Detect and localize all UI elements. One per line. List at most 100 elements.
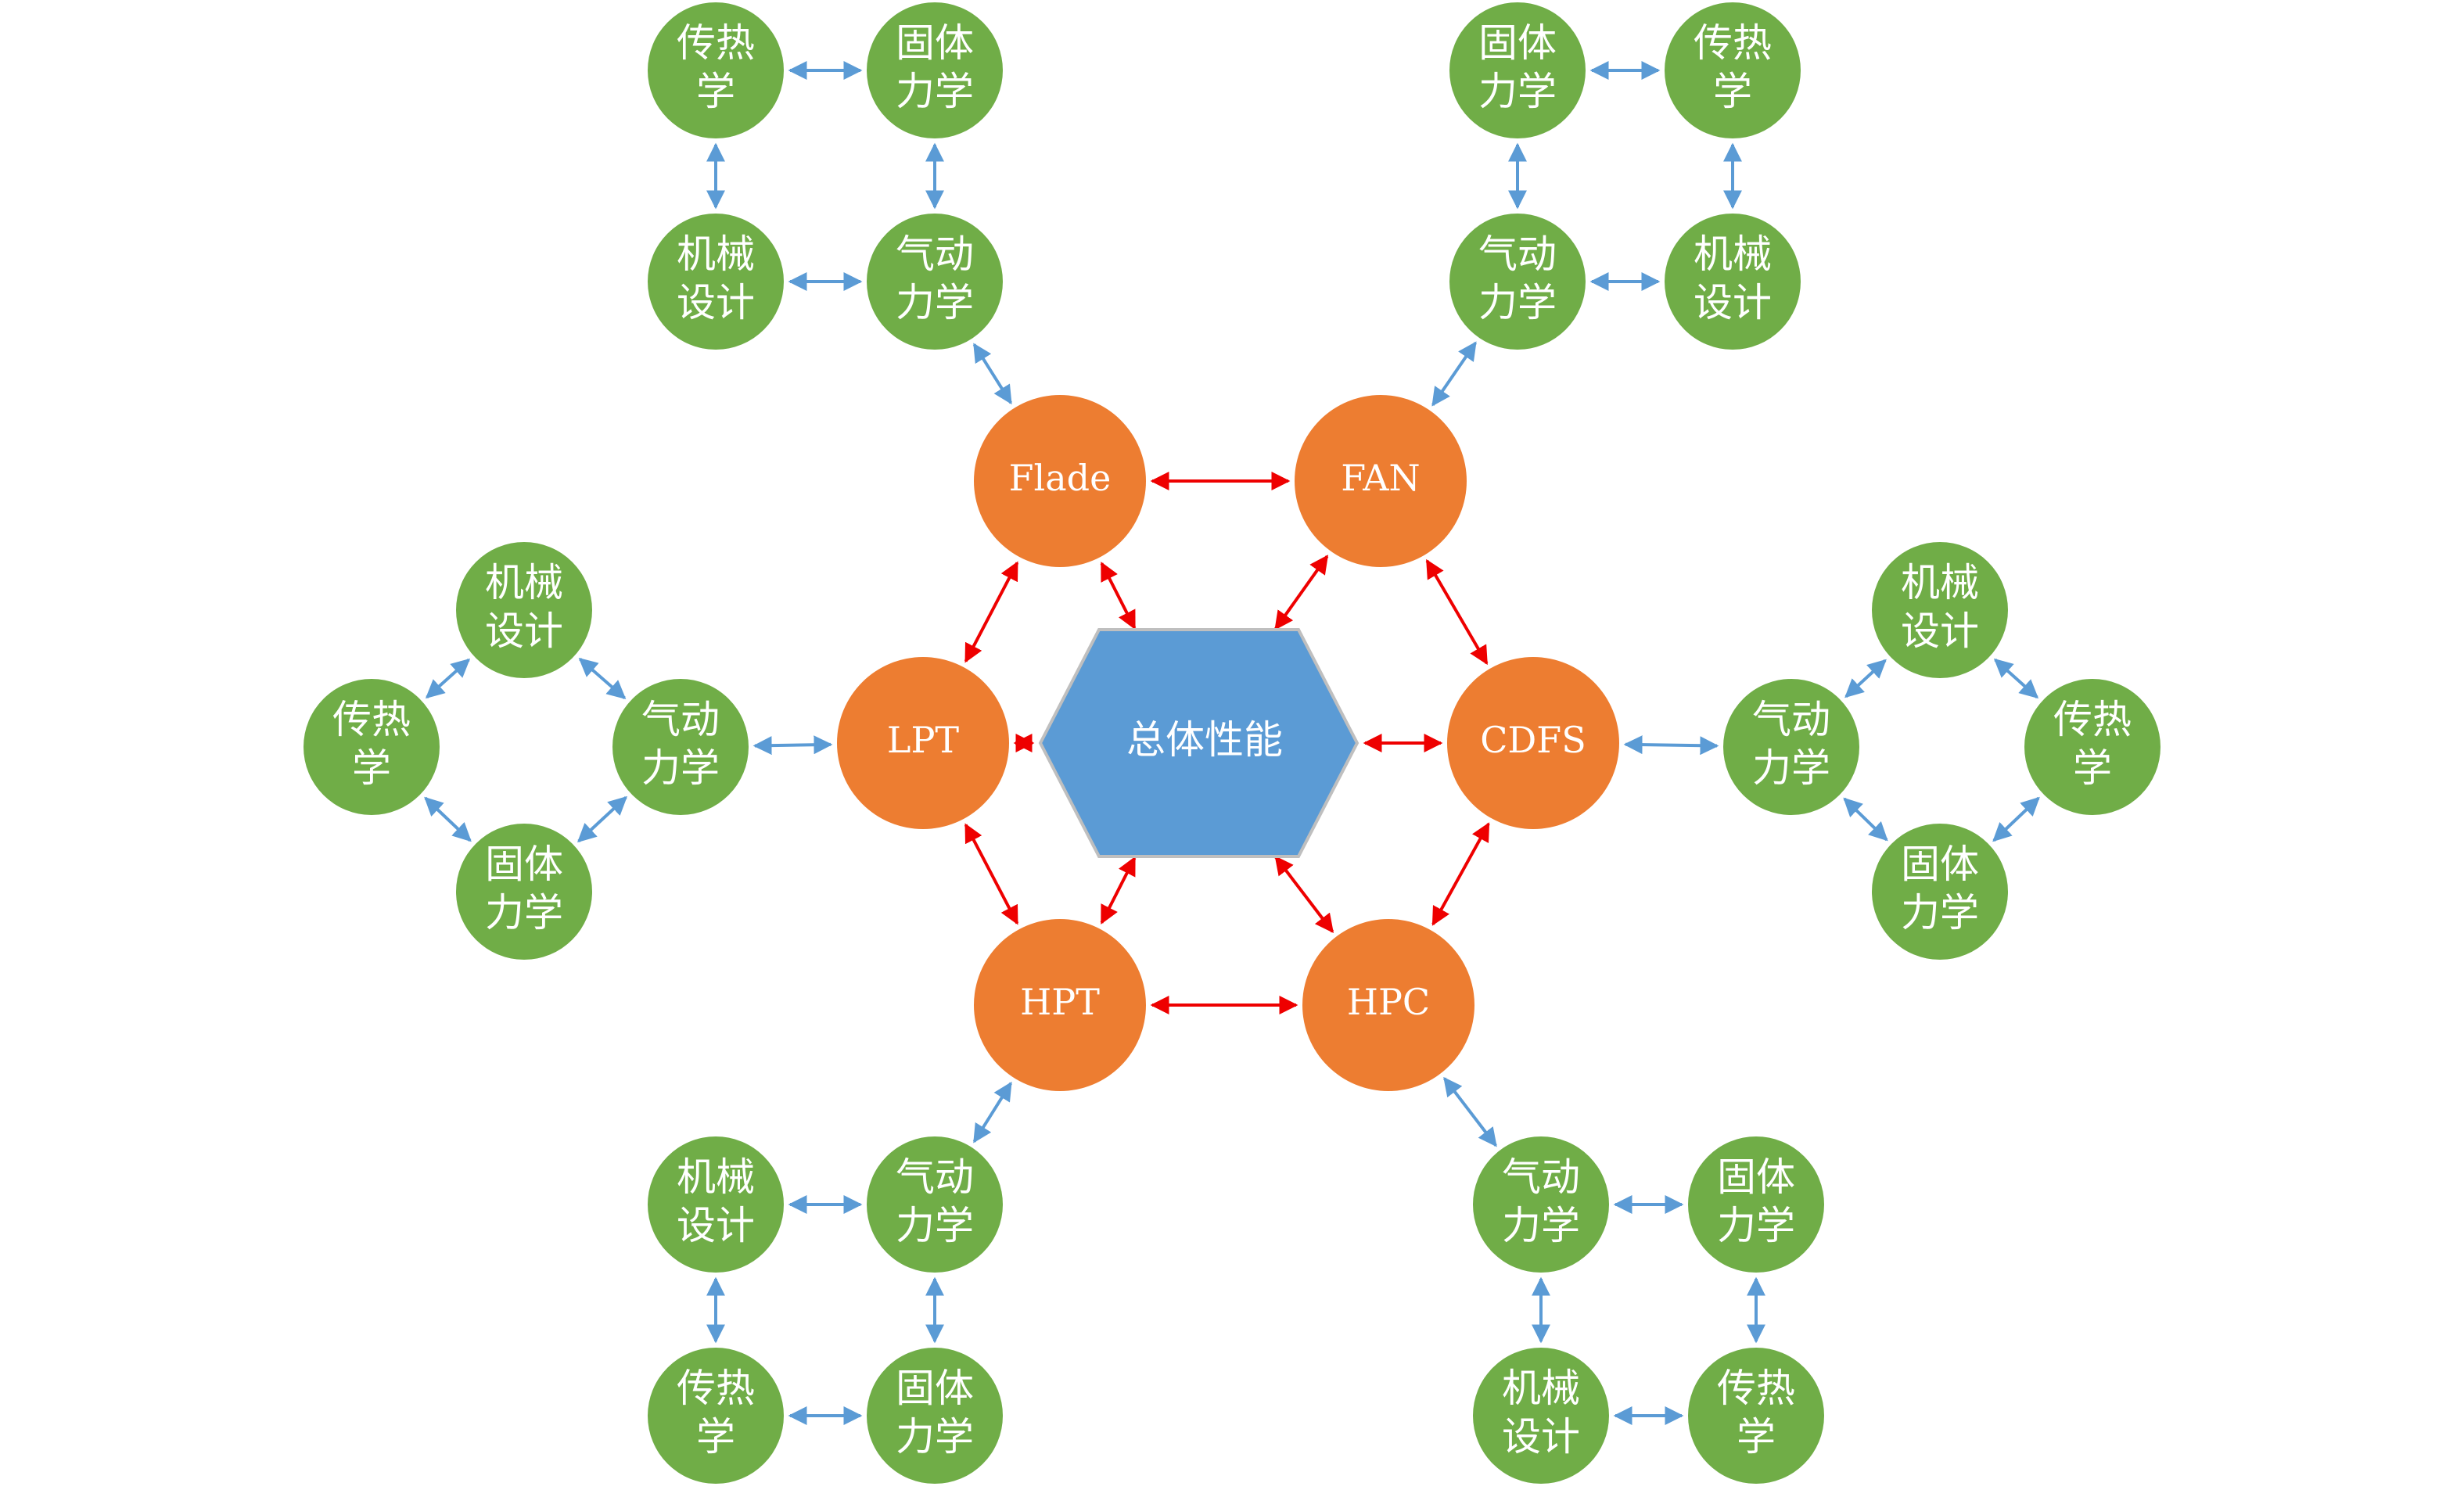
component-hpc-circle [1302,919,1474,1091]
discipline-node-label: 学 [696,69,735,114]
discipline-node-label: 力学 [896,1414,974,1459]
discipline-node-label: 力学 [1717,1203,1795,1248]
discipline-node-label: 力学 [1901,890,1979,935]
discipline-node-label: 设计 [485,609,563,654]
hpc-cluster-to-component [1443,1076,1497,1147]
lpt-cluster-link [578,657,627,700]
discipline-node-circle [1665,214,1801,350]
link-fan-cdfs [1425,558,1489,666]
component-fan[interactable]: FAN [1295,395,1467,567]
discipline-node-circle [648,1348,784,1484]
discipline-node-label: 传热 [1694,20,1772,66]
discipline-node[interactable]: 传热学 [304,679,440,815]
cdfs-cluster-link [1993,658,2039,699]
discipline-node-label: 传热 [332,697,411,742]
component-hpc[interactable]: HPC [1302,919,1474,1091]
component-lpt-label: LPT [887,719,959,761]
overall-performance-label: 总体性能 [1126,717,1283,763]
link-lpt-flade [964,561,1019,663]
component-fan-label: FAN [1341,457,1420,499]
discipline-node-label: 气动 [1752,697,1830,742]
discipline-node-circle [867,1136,1003,1273]
lpt-cluster-link [424,796,472,842]
hpt-cluster-to-component [972,1081,1012,1144]
discipline-node-label: 传热 [1717,1366,1795,1411]
discipline-node-label: 学 [2073,745,2112,791]
component-lpt[interactable]: LPT [837,657,1009,829]
link-cdfs-hpc [1431,822,1490,926]
discipline-node-label: 气动 [1478,232,1557,277]
discipline-node-circle [1688,1348,1824,1484]
discipline-node[interactable]: 传热学 [1665,2,1801,138]
discipline-node-label: 固体 [1717,1154,1795,1200]
link-hpt-center [1100,856,1137,925]
discipline-node-label: 学 [1713,69,1752,114]
engine-components: Flade FAN LPT CDFS HPT HPC [837,395,1619,1091]
discipline-node-label: 机械 [485,560,563,605]
discipline-node-label: 力学 [1478,69,1557,114]
discipline-node-circle [304,679,440,815]
component-fan-circle [1295,395,1467,567]
discipline-node[interactable]: 传热学 [648,2,784,138]
connector-arrows [424,61,2040,1425]
discipline-node[interactable]: 传热学 [648,1348,784,1484]
discipline-node-label: 气动 [896,1154,974,1200]
discipline-node-label: 力学 [896,69,974,114]
discipline-node-label: 机械 [677,1154,755,1200]
discipline-node-label: 设计 [1502,1414,1580,1459]
lpt-cluster-link [576,795,628,843]
discipline-node-circle [456,824,592,960]
component-hpt-label: HPT [1020,981,1100,1023]
component-cdfs[interactable]: CDFS [1447,657,1619,829]
component-lpt-circle [837,657,1009,829]
discipline-node-label: 设计 [677,1203,755,1248]
discipline-node-label: 固体 [485,842,563,887]
discipline-node-circle [867,1348,1003,1484]
discipline-node-label: 传热 [677,1366,755,1411]
discipline-node-circle [1473,1348,1609,1484]
lpt-cluster-to-component [752,735,833,756]
lpt-cluster-link [425,658,471,699]
component-flade-circle [974,395,1146,567]
discipline-node-label: 设计 [1694,280,1772,325]
discipline-node-circle [867,214,1003,350]
discipline-node-label: 气动 [896,232,974,277]
discipline-node-label: 传热 [2053,697,2132,742]
component-flade[interactable]: Flade [974,395,1146,567]
discipline-node-circle [2024,679,2160,815]
discipline-node-circle [1723,679,1859,815]
discipline-node[interactable]: 传热学 [1688,1348,1824,1484]
discipline-node-circle [648,1136,784,1273]
discipline-node-label: 学 [696,1414,735,1459]
component-hpt[interactable]: HPT [974,919,1146,1091]
discipline-node-label: 力学 [1752,745,1830,791]
overall-performance-hexagon[interactable]: 总体性能 [1038,628,1360,858]
discipline-node-label: 学 [1737,1414,1776,1459]
discipline-node-label: 力学 [485,890,563,935]
discipline-node-label: 机械 [1694,232,1772,277]
discipline-node-label: 机械 [1502,1366,1580,1411]
component-hpt-circle [974,919,1146,1091]
discipline-node[interactable]: 传热学 [2024,679,2160,815]
